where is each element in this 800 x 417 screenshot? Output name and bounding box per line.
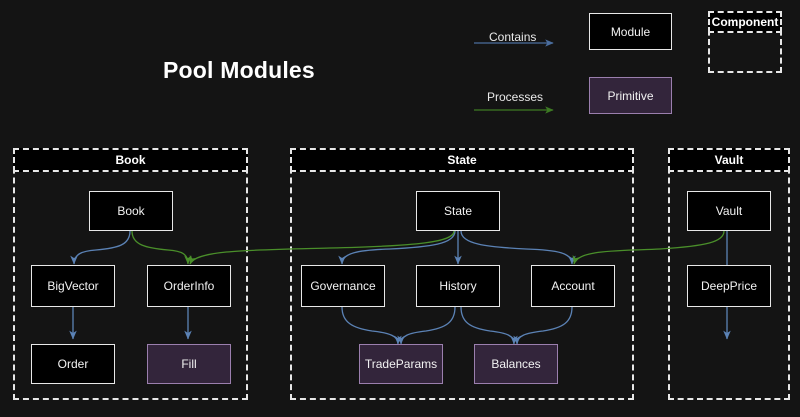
legend-primitive-label: Primitive	[607, 88, 654, 103]
group-state-header: State	[290, 148, 634, 172]
legend-processes-label: Processes	[487, 90, 544, 104]
node-state-label: State	[443, 204, 473, 218]
legend-contains-label: Contains	[489, 30, 537, 44]
node-bigvector[interactable]: BigVector	[31, 265, 115, 307]
node-bigvector-label: BigVector	[47, 279, 99, 293]
legend-module-label: Module	[610, 24, 651, 39]
node-tradeparams[interactable]: TradeParams	[359, 344, 443, 384]
node-governance-label: Governance	[310, 279, 376, 293]
diagram-title: Pool Modules	[163, 57, 315, 83]
node-orderinfo[interactable]: OrderInfo	[147, 265, 231, 307]
legend-primitive-box: Primitive	[589, 77, 672, 114]
group-vault-header: Vault	[668, 148, 790, 172]
legend-component-label: Component	[711, 15, 779, 29]
node-orderinfo-label: OrderInfo	[163, 279, 215, 293]
group-state-label: State	[447, 153, 477, 167]
node-vault-label: Vault	[715, 204, 743, 218]
legend-component-header: Component	[708, 11, 782, 33]
node-account[interactable]: Account	[531, 265, 615, 307]
node-book[interactable]: Book	[89, 191, 173, 231]
node-order-label: Order	[57, 357, 89, 371]
node-governance[interactable]: Governance	[301, 265, 385, 307]
node-history[interactable]: History	[416, 265, 500, 307]
node-book-label: Book	[117, 204, 145, 218]
legend-module-box: Module	[589, 13, 672, 50]
node-balances-label: Balances	[491, 357, 541, 371]
node-account-label: Account	[551, 279, 595, 293]
node-vault[interactable]: Vault	[687, 191, 771, 231]
node-balances[interactable]: Balances	[474, 344, 558, 384]
node-deepprice[interactable]: DeepPrice	[687, 265, 771, 307]
group-book-label: Book	[115, 153, 146, 167]
node-deepprice-label: DeepPrice	[700, 279, 758, 293]
node-history-label: History	[439, 279, 477, 293]
node-tradeparams-label: TradeParams	[364, 357, 438, 371]
node-order[interactable]: Order	[31, 344, 115, 384]
node-fill-label: Fill	[181, 357, 197, 371]
node-state[interactable]: State	[416, 191, 500, 231]
group-book-header: Book	[13, 148, 248, 172]
node-fill[interactable]: Fill	[147, 344, 231, 384]
group-vault-label: Vault	[714, 153, 744, 167]
